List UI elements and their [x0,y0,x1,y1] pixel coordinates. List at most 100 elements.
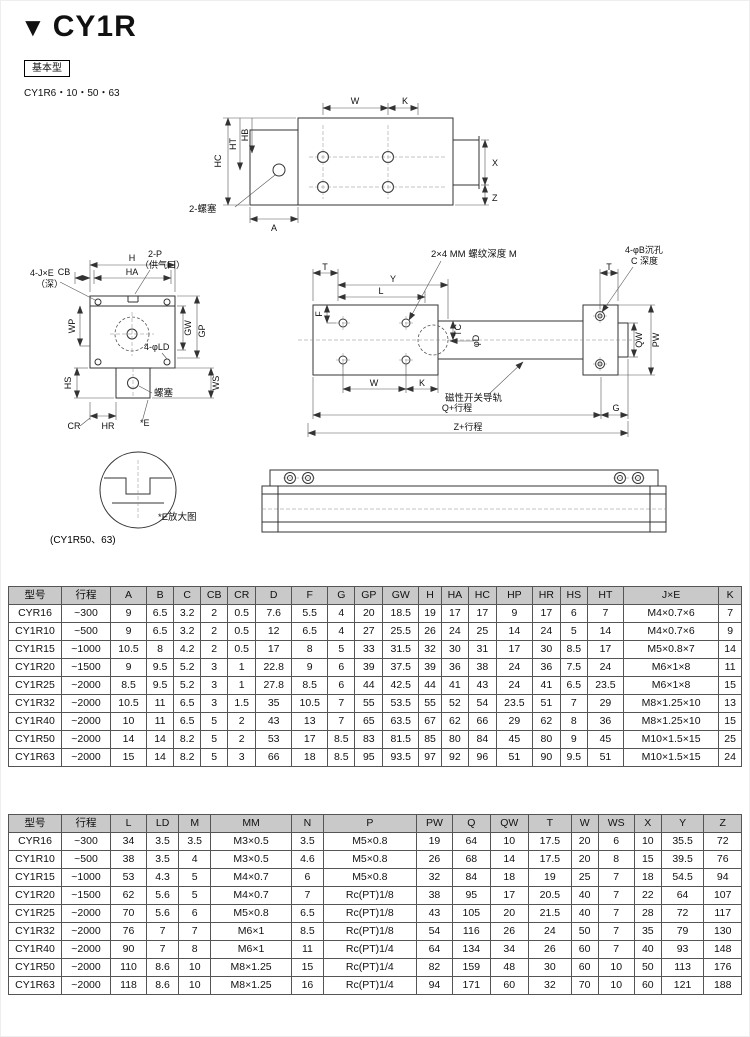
value-cell: 26 [489,922,529,941]
value-cell: 55 [354,694,384,713]
value-cell: 7 [146,940,180,959]
value-cell: 6 [178,904,212,923]
value-cell: 40 [570,904,599,923]
value-cell: 8.5 [327,730,356,749]
value-cell: 55 [418,694,442,713]
value-cell: 65 [354,712,384,731]
value-cell: 9 [291,658,329,677]
counterbore-note: 4-φB沉孔 [625,245,663,255]
value-cell: 5.2 [173,676,202,695]
value-cell: 6 [327,676,356,695]
value-cell: 51 [531,694,561,713]
model-cell: CY1R63 [8,748,62,767]
value-cell: 7 [597,922,635,941]
value-cell: 4 [327,604,356,623]
model-cell: CY1R10 [8,622,62,641]
value-cell: 121 [660,976,705,995]
column-header: N [290,814,324,833]
value-cell: 8 [559,712,588,731]
value-cell: 84 [467,730,497,749]
value-cell: 12 [255,622,293,641]
model-cell: CYR16 [8,604,62,623]
value-cell: 31.5 [382,640,420,659]
value-cell: ~2000 [61,904,111,923]
model-cell: CY1R15 [8,868,62,887]
value-cell: 36 [531,658,561,677]
value-cell: 7 [178,922,212,941]
value-cell: 4 [327,622,356,641]
front-view-geometry [89,295,176,399]
value-cell: ~300 [61,832,111,851]
value-cell: 14 [146,748,175,767]
value-cell: 9.5 [146,676,175,695]
value-cell: 68 [452,850,491,869]
value-cell: 60 [489,976,529,995]
dim-hb: HB [240,129,250,142]
dim-gp: GP [197,324,207,337]
value-cell: 82 [415,958,454,977]
value-cell: 7.5 [559,658,588,677]
value-cell: 5 [200,712,229,731]
value-cell: 10 [178,958,212,977]
value-cell: 5 [559,622,588,641]
value-cell: 2 [200,640,229,659]
model-cell: CYR16 [8,832,62,851]
dim-a: A [271,223,277,233]
value-cell: 18.5 [382,604,420,623]
value-cell: 159 [452,958,491,977]
value-cell: 5.2 [173,658,202,677]
column-header: Z [703,814,742,833]
value-cell: 62 [531,712,561,731]
value-cell: 9 [559,730,588,749]
value-cell: 8.5 [327,748,356,767]
value-cell: 37.5 [382,658,420,677]
column-header: 行程 [61,814,111,833]
value-cell: 15 [109,748,148,767]
value-cell: 5.6 [146,886,180,905]
model-list: CY1R6・10・50・63 [24,88,120,99]
value-cell: 62 [109,886,148,905]
value-cell: M10×1.5×15 [622,748,720,767]
value-cell: ~500 [61,850,111,869]
value-cell: 28 [633,904,662,923]
value-cell: 19 [527,868,572,887]
value-cell: M6×1 [210,922,292,941]
value-cell: 60 [570,940,599,959]
column-header: HC [467,586,497,605]
value-cell: 23.5 [586,676,624,695]
value-cell: 21.5 [527,904,572,923]
value-cell: 40 [570,886,599,905]
value-cell: 54 [467,694,497,713]
value-cell: 50 [570,922,599,941]
side-view-dimensions: 2×4 MM 螺纹深度 M 4-φB沉孔 C 深度 T Y L T F TC φ… [307,245,663,437]
column-header: QW [489,814,529,833]
column-header: C [173,586,202,605]
value-cell: 8 [291,640,329,659]
value-cell: 27 [354,622,384,641]
value-cell: 45 [495,730,533,749]
value-cell: 8.5 [559,640,588,659]
model-cell: CY1R50 [8,958,62,977]
value-cell: 188 [703,976,742,995]
value-cell: 80 [440,730,469,749]
value-cell: 25 [570,868,599,887]
value-cell: ~2000 [61,730,111,749]
value-cell: 39 [354,658,384,677]
model-cell: CY1R10 [8,850,62,869]
value-cell: ~2000 [61,940,111,959]
value-cell: 70 [570,976,599,995]
value-cell: 34 [489,940,529,959]
value-cell: 17 [531,604,561,623]
value-cell: 1 [227,676,257,695]
value-cell: 7 [597,868,635,887]
value-cell: 23.5 [495,694,533,713]
model-cell: CY1R32 [8,694,62,713]
value-cell: 24 [531,622,561,641]
value-cell: 94 [703,868,742,887]
column-header: K [718,586,742,605]
value-cell: 10 [109,712,148,731]
